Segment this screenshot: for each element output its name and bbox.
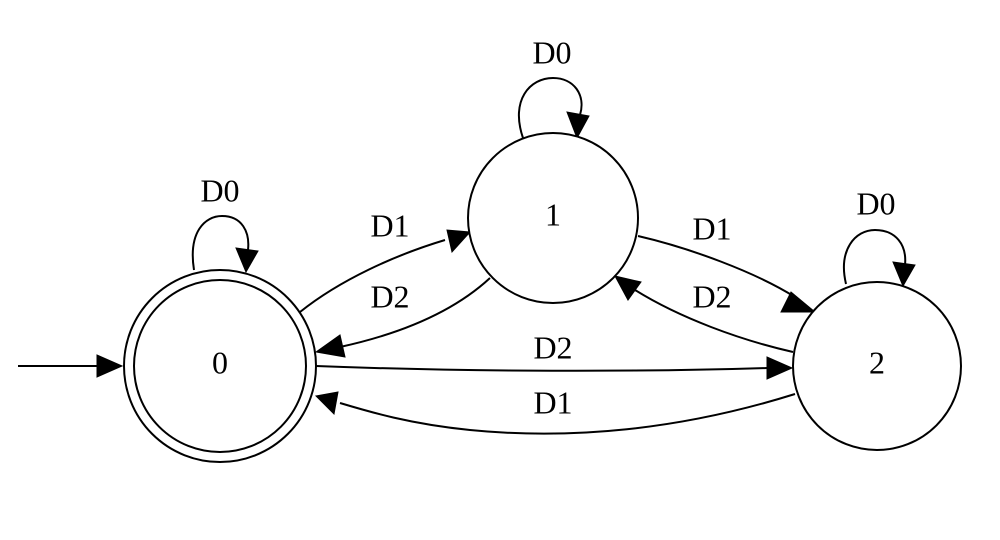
edge-2-to-1: D2 bbox=[614, 275, 794, 353]
state-0-inner-ring bbox=[133, 279, 307, 453]
edge-2-to-0: D1 bbox=[314, 384, 796, 435]
edge-label-0-to-1: D1 bbox=[370, 207, 409, 243]
edge-0-to-1: D1 bbox=[299, 207, 472, 313]
edge-1-to-0: D2 bbox=[314, 277, 491, 358]
edge-1-to-2: D1 bbox=[637, 210, 817, 313]
state-1: 1 bbox=[467, 132, 639, 304]
state-0: 0 bbox=[123, 269, 317, 463]
edge-0-self-loop: D0 bbox=[191, 172, 259, 274]
edge-0-to-2: D2 bbox=[315, 329, 794, 380]
edge-label-0-to-2: D2 bbox=[533, 329, 572, 365]
edge-1-self-loop: D0 bbox=[517, 34, 590, 140]
edge-label-2-to-0: D1 bbox=[533, 384, 572, 420]
edge-label-0-self: D0 bbox=[200, 172, 239, 208]
edge-label-2-to-1: D2 bbox=[692, 278, 731, 314]
edge-label-1-to-0: D2 bbox=[370, 278, 409, 314]
edge-label-1-to-2: D1 bbox=[692, 210, 731, 246]
state-2-label: 2 bbox=[869, 344, 885, 380]
state-0-label: 0 bbox=[212, 344, 228, 380]
state-2: 2 bbox=[792, 281, 962, 451]
edge-2-self-loop: D0 bbox=[843, 185, 916, 288]
state-1-label: 1 bbox=[545, 196, 561, 232]
edge-label-2-self: D0 bbox=[856, 185, 895, 221]
edge-label-1-self: D0 bbox=[532, 34, 571, 70]
initial-arrow bbox=[18, 354, 124, 378]
